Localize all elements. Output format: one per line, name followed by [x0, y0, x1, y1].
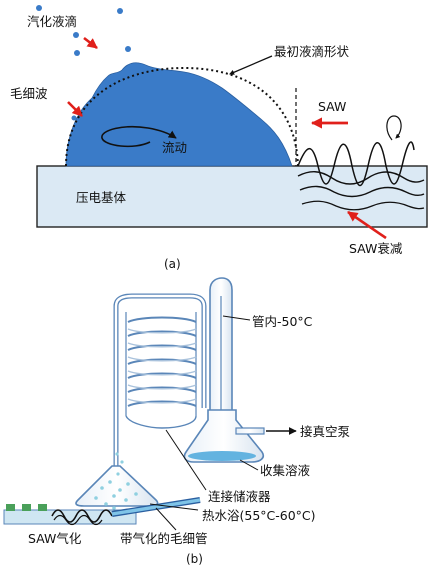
- vapor-arrow: [83, 36, 98, 50]
- panel-a: 汽化液滴 最初液滴形状 毛细波 SAW 流动 压电基体 SAW衰减 (a): [10, 5, 428, 271]
- vapor-funnel: [75, 465, 159, 507]
- label-water-bath: 热水浴(55°C-60°C): [202, 508, 316, 523]
- label-connect-reservoir: 连接储液器: [208, 489, 271, 504]
- label-substrate: 压电基体: [76, 190, 127, 205]
- vapor-droplet: [71, 115, 77, 121]
- initial-shape-pointer: [229, 55, 273, 75]
- label-collect-solution: 收集溶液: [260, 463, 311, 478]
- label-saw-attenuation: SAW衰减: [349, 241, 403, 256]
- piezo-substrate: [36, 165, 428, 228]
- capillary-tube: [111, 498, 201, 516]
- collection-flask: [183, 409, 265, 463]
- label-saw: SAW: [318, 99, 346, 114]
- vapor-droplet: [125, 46, 131, 52]
- condenser-coil-back: [127, 328, 197, 404]
- saw-wave-inside-2: [299, 185, 425, 198]
- droplet-shape: [65, 62, 293, 167]
- saw-waves-b2: [53, 514, 103, 526]
- green-electrodes: [6, 504, 47, 511]
- vapor-droplet: [73, 32, 79, 38]
- label-vaporized-droplets: 汽化液滴: [27, 14, 77, 29]
- condenser-coil-body: [125, 312, 197, 416]
- label-flow: 流动: [162, 140, 187, 155]
- flow-arrow: [101, 125, 177, 148]
- condenser-bottom: [125, 415, 197, 429]
- collected-solution: [188, 451, 256, 461]
- capillary-arrow: [67, 101, 83, 117]
- pointer-reservoir: [165, 429, 207, 491]
- label-vacuum-pump: 接真空泵: [300, 424, 350, 439]
- saw-attenuation-arrow: [347, 210, 387, 240]
- vapor-droplet: [74, 50, 80, 56]
- label-tube-inside: 管内-50°C: [252, 314, 313, 329]
- label-initial-shape: 最初液滴形状: [274, 44, 350, 59]
- vapor-droplet: [117, 8, 123, 14]
- condenser-outer-tube-inner: [114, 294, 206, 408]
- saw-wave-surface: [297, 141, 415, 187]
- saw-waves-b: [51, 509, 113, 523]
- particle-orbit: [386, 115, 402, 141]
- saw-wave-inside-1: [297, 171, 425, 185]
- saw-wave-inside-3: [301, 200, 425, 211]
- pointer-water-bath: [149, 503, 199, 511]
- vapor-droplet: [36, 5, 42, 11]
- caption-a: (a): [164, 257, 181, 271]
- condenser-coil: [127, 316, 197, 407]
- panel-b: 管内-50°C 接真空泵 收集溶液 连接储液器 热水浴(55°C-60°C) S…: [3, 277, 350, 566]
- pointer-tube-inside: [222, 315, 251, 321]
- vacuum-side-arm: [235, 427, 265, 435]
- pointer-collect: [239, 459, 259, 471]
- label-capillary-wave: 毛细波: [10, 86, 48, 101]
- label-capillary-tube: 带气化的毛细管: [120, 531, 208, 546]
- label-saw-vaporization: SAW气化: [28, 531, 82, 546]
- caption-b: (b): [186, 552, 203, 566]
- pointer-capillary: [155, 507, 177, 531]
